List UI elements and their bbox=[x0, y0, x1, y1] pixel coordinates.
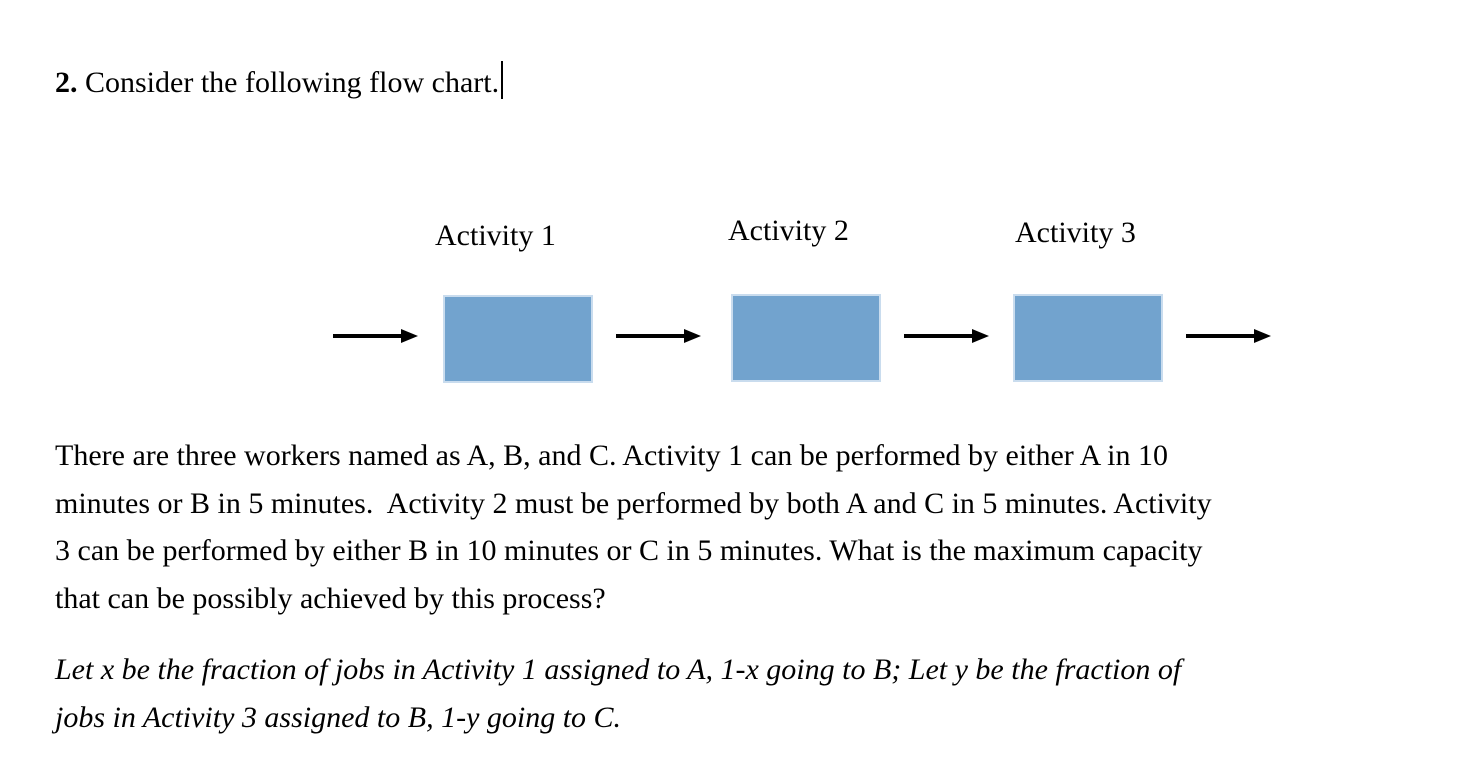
arrow-head bbox=[401, 329, 418, 343]
body-line: that can be possibly achieved by this pr… bbox=[55, 581, 606, 615]
flowchart: Activity 1 Activity 2 Activity 3 bbox=[333, 214, 1271, 383]
arrow-head bbox=[972, 329, 989, 343]
arrow-shaft bbox=[904, 334, 972, 338]
question-number: 2. bbox=[55, 66, 78, 99]
activity-2-box[interactable] bbox=[731, 294, 881, 382]
hint-line: Let x be the fraction of jobs in Activit… bbox=[55, 653, 1182, 686]
activity-1-box[interactable] bbox=[443, 295, 593, 383]
question-heading: 2. Consider the following flow chart. bbox=[55, 60, 504, 106]
question-body-paragraph[interactable]: There are three workers named as A, B, a… bbox=[55, 432, 1475, 622]
arrow-head bbox=[684, 329, 701, 343]
text-cursor bbox=[501, 61, 504, 99]
arrow-shaft bbox=[616, 334, 684, 338]
arrow-shaft bbox=[333, 334, 401, 338]
hint-line: jobs in Activity 3 assigned to B, 1-y go… bbox=[55, 701, 622, 734]
activity-3-label: Activity 3 bbox=[1015, 216, 1136, 249]
hint-paragraph[interactable]: Let x be the fraction of jobs in Activit… bbox=[55, 646, 1475, 742]
activity-3-box[interactable] bbox=[1013, 294, 1163, 382]
arrow-shaft bbox=[1186, 334, 1254, 338]
flow-arrow-icon[interactable] bbox=[1186, 329, 1271, 343]
arrow-head bbox=[1254, 329, 1271, 343]
body-line: There are three workers named as A, B, a… bbox=[55, 439, 1168, 472]
activity-2-label: Activity 2 bbox=[728, 214, 849, 247]
activity-1-label: Activity 1 bbox=[435, 219, 556, 252]
flow-arrow-icon[interactable] bbox=[333, 329, 418, 343]
flow-arrow-icon[interactable] bbox=[904, 329, 989, 343]
body-line: 3 can be performed by either B in 10 min… bbox=[55, 534, 1203, 567]
question-text: Consider the following flow chart. bbox=[77, 66, 500, 99]
body-line: minutes or B in 5 minutes. Activity 2 mu… bbox=[55, 486, 1212, 520]
flow-arrow-icon[interactable] bbox=[616, 329, 701, 343]
